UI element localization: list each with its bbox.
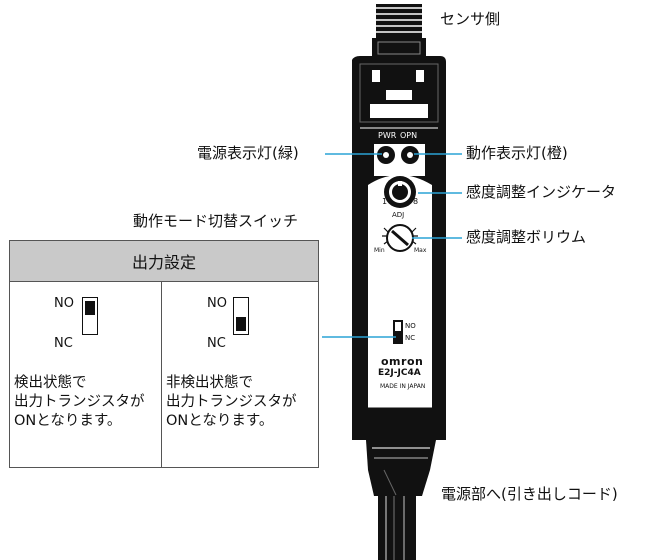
switch-nc-label: NC — [54, 336, 73, 351]
output-option-nc: NO NC 非検出状態で 出力トランジスタが ONとなります。 — [162, 282, 318, 467]
model-number: E2J-JC4A — [378, 368, 421, 378]
switch-knob — [236, 317, 246, 331]
operation-lamp-label: 動作表示灯(橙) — [466, 144, 568, 162]
dial-min-digit: 1 — [382, 197, 388, 206]
switch-knob — [85, 301, 95, 315]
switch-diagram-nc — [233, 297, 249, 335]
switch-no-label: NO — [207, 296, 227, 311]
leader-lines — [322, 153, 462, 338]
mode-switch — [393, 320, 403, 344]
indicator-lamps — [377, 146, 419, 164]
output-option-no: NO NC 検出状態で 出力トランジスタが ONとなります。 — [10, 282, 161, 467]
sensitivity-volume-label: 感度調整ボリウム — [466, 228, 587, 246]
adj-label: ADJ — [392, 211, 405, 219]
brand-logo: omron — [381, 355, 424, 368]
mode-switch-label: 動作モード切替スイッチ — [133, 212, 299, 230]
min-label: Min — [374, 247, 385, 254]
opn-label: OPN — [400, 131, 418, 140]
sensor-side-label: センサ側 — [440, 10, 501, 28]
dial-max-digit: 8 — [413, 197, 419, 206]
device-nc-label: NC — [405, 334, 416, 342]
switch-nc-label: NC — [207, 336, 226, 351]
cable — [378, 488, 416, 560]
max-label: Max — [414, 247, 427, 254]
cable-boot — [366, 440, 436, 496]
top-connector — [372, 4, 426, 58]
option-description: 非検出状態で 出力トランジスタが ONとなります。 — [166, 375, 297, 429]
table-header: 出力設定 — [10, 241, 318, 282]
option-description: 検出状態で 出力トランジスタが ONとなります。 — [14, 375, 145, 429]
device-no-label: NO — [405, 322, 416, 330]
switch-diagram-no — [82, 297, 98, 335]
switch-no-label: NO — [54, 296, 74, 311]
pwr-label: PWR — [378, 131, 397, 140]
sensitivity-volume — [382, 224, 418, 252]
origin-label: MADE IN JAPAN — [380, 383, 426, 390]
output-setting-table: 出力設定 NO NC 検出状態で 出力トランジスタが ONとなります。 NO N… — [9, 240, 319, 468]
sensitivity-indicator-label: 感度調整インジケータ — [466, 183, 617, 201]
sensitivity-dial — [384, 176, 416, 208]
power-cable-label: 電源部へ(引き出しコード) — [441, 485, 618, 503]
power-lamp-label: 電源表示灯(緑) — [197, 144, 299, 162]
table-divider — [161, 281, 162, 467]
